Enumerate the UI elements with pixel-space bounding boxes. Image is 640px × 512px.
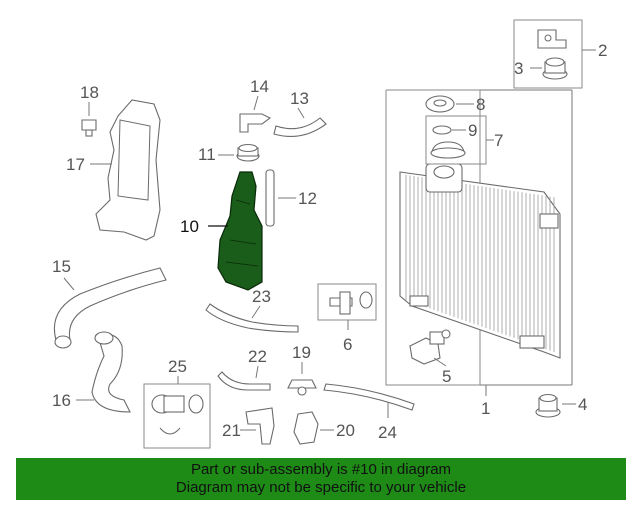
part-group-24: 24	[323, 383, 415, 442]
hose-part-23[interactable]	[205, 303, 299, 333]
part-group-17: 17	[66, 99, 161, 241]
bracket-part-2[interactable]	[537, 29, 567, 49]
part-group-1: 1	[385, 89, 573, 418]
part-group-22: 22	[217, 347, 271, 391]
part-group-19: 19	[287, 343, 317, 396]
part-group-10: 10	[180, 171, 263, 291]
banner-line-2: Diagram may not be specific to your vehi…	[175, 479, 467, 496]
thermostat-gasket	[188, 394, 204, 414]
callout-17[interactable]: 17	[66, 155, 85, 174]
part-group-23: 23	[205, 287, 299, 333]
part-group-2-3: 2 3	[513, 19, 607, 89]
clip-part-19-pin	[297, 386, 307, 396]
seal-part-8[interactable]	[425, 95, 455, 113]
bracket-part-20[interactable]	[293, 411, 319, 445]
callout-4[interactable]: 4	[578, 395, 587, 414]
leader-13	[297, 107, 305, 119]
thermostat-clip	[159, 427, 181, 435]
mount-top-part-3	[545, 57, 565, 67]
callout-12[interactable]: 12	[298, 189, 317, 208]
callout-13[interactable]: 13	[290, 89, 309, 108]
reserve-tank-part-10[interactable]	[217, 171, 263, 291]
drain-cock-oring	[441, 329, 451, 339]
callout-2[interactable]: 2	[598, 41, 607, 60]
joint-part-6-ring	[359, 291, 373, 309]
part-group-20-21: 20 21	[222, 407, 355, 445]
callout-5[interactable]: 5	[442, 367, 451, 386]
callout-15[interactable]: 15	[52, 257, 71, 276]
callout-18[interactable]: 18	[80, 83, 99, 102]
callout-1[interactable]: 1	[481, 399, 490, 418]
cap-part-7-rim	[430, 147, 466, 159]
gasket-part-9[interactable]	[432, 125, 452, 135]
part-group-7-9: 9 7	[425, 115, 503, 165]
tube-part-12[interactable]	[265, 169, 275, 227]
cushion-part-4-top	[539, 393, 557, 403]
hose-part-15[interactable]	[53, 267, 167, 341]
shroud-part-17[interactable]	[95, 99, 161, 241]
part-box-2	[513, 19, 583, 89]
joint-part-6-collar	[339, 291, 351, 315]
callout-10[interactable]: 10	[180, 217, 199, 236]
part-box-6	[317, 283, 377, 321]
part-group-15-16: 15 16	[52, 257, 167, 413]
part-group-6: 6	[317, 283, 377, 354]
leader-5	[433, 357, 447, 367]
clip-part-19[interactable]	[287, 379, 317, 389]
callout-20[interactable]: 20	[336, 421, 355, 440]
callout-6[interactable]: 6	[343, 335, 352, 354]
callout-16[interactable]: 16	[52, 391, 71, 410]
hose-part-15-end	[54, 335, 72, 349]
part-group-4: 4	[535, 393, 587, 418]
hose-part-24[interactable]	[323, 383, 415, 411]
callout-9[interactable]: 9	[468, 121, 477, 140]
bolt-part-18[interactable]	[81, 119, 97, 131]
callout-25[interactable]: 25	[168, 357, 187, 376]
callout-22[interactable]: 22	[248, 347, 267, 366]
radiator-lower-outlet	[519, 335, 545, 349]
part-box-25	[143, 383, 211, 449]
part-group-18: 18	[80, 83, 99, 137]
reserve-tank-ribs	[225, 199, 259, 267]
hose-part-13[interactable]	[273, 117, 327, 137]
part-group-13-14: 14 13	[239, 77, 327, 137]
part-group-11: 11	[198, 143, 260, 164]
bracket-hole	[544, 34, 552, 42]
callout-14[interactable]: 14	[250, 77, 269, 96]
banner-line-1: Part or sub-assembly is #10 in diagram	[190, 461, 452, 478]
info-banner: Part or sub-assembly is #10 in diagram D…	[16, 458, 626, 500]
part-group-5: 5	[409, 329, 451, 386]
leader-23	[251, 305, 261, 319]
part-group-8: 8	[425, 95, 485, 114]
part-group-25: 25	[143, 357, 211, 449]
callout-7[interactable]: 7	[494, 131, 503, 150]
callout-3[interactable]: 3	[514, 59, 523, 78]
callout-21[interactable]: 21	[222, 421, 241, 440]
callout-11[interactable]: 11	[198, 145, 216, 164]
bolt-shank	[85, 129, 93, 137]
hose-part-16[interactable]	[91, 333, 131, 413]
callout-19[interactable]: 19	[292, 343, 311, 362]
radiator-lower-bracket	[409, 295, 429, 307]
radiator-side-inlet	[539, 213, 559, 229]
leader-22	[255, 365, 259, 379]
radiator-core-part-1[interactable]	[399, 171, 561, 359]
shroud-part-17-panel	[117, 119, 151, 201]
hose-part-16-end	[94, 331, 114, 345]
bracket-part-21[interactable]	[245, 407, 275, 445]
part-group-12: 12	[265, 169, 317, 227]
fitting-part-14[interactable]	[239, 113, 272, 133]
hose-part-22[interactable]	[217, 371, 271, 391]
radiator-neck-top	[433, 165, 455, 179]
callout-24[interactable]: 24	[378, 423, 397, 442]
seal-part-8-inner	[433, 99, 447, 107]
leader-15	[63, 277, 75, 291]
cap-part-11-top	[238, 143, 258, 153]
leader-14	[253, 95, 259, 111]
parts-diagram: 2 3 1 8 9 7	[52, 19, 607, 449]
callout-8[interactable]: 8	[476, 95, 485, 114]
callout-23[interactable]: 23	[252, 287, 271, 306]
thermostat-body	[163, 395, 185, 413]
